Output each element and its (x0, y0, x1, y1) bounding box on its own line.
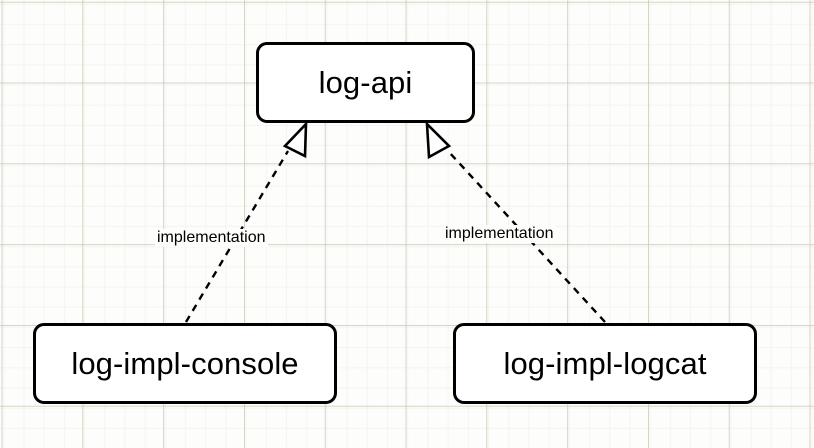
edge-label-logcat-implementation: implementation (443, 225, 556, 243)
edge-console-to-api (184, 120, 308, 323)
node-label-log-api: log-api (318, 65, 413, 100)
node-label-log-impl-console: log-impl-console (71, 346, 299, 381)
edge-logcat-to-api (425, 120, 606, 323)
hollow-triangle-arrowhead-right (425, 120, 452, 160)
node-log-api[interactable]: log-api (256, 42, 475, 123)
node-label-log-impl-logcat: log-impl-logcat (503, 346, 707, 381)
node-log-impl-logcat[interactable]: log-impl-logcat (453, 323, 757, 404)
node-log-impl-console[interactable]: log-impl-console (33, 323, 337, 404)
hollow-triangle-arrowhead-left (282, 120, 308, 159)
edge-label-console-implementation: implementation (155, 229, 268, 247)
